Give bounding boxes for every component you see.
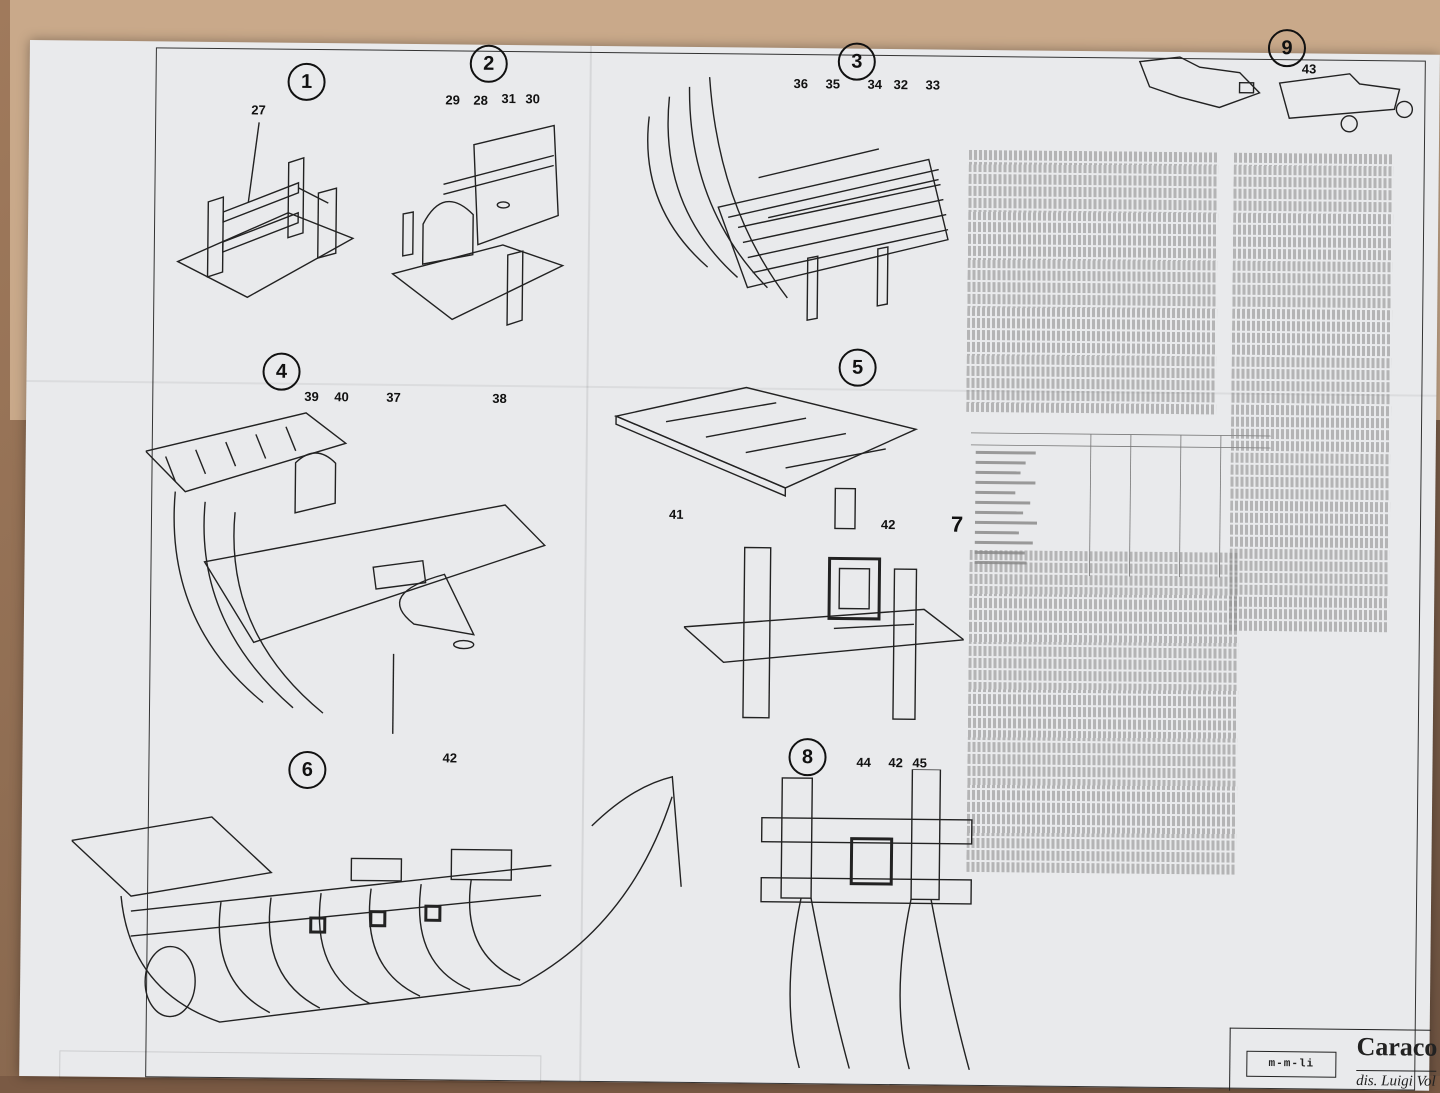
figure-8-drawing [760, 768, 973, 1071]
figure-3-drawing [647, 77, 949, 321]
part-label-37: 37 [386, 389, 401, 405]
part-label-30: 30 [525, 91, 540, 107]
part-label-42-fig6: 42 [442, 750, 458, 766]
part-label-31: 31 [501, 90, 516, 107]
manufacturer-logo: m-m-li [1246, 1050, 1337, 1078]
part-label-45: 45 [912, 755, 928, 771]
figure-2-number: 2 [469, 44, 508, 84]
figure-2-drawing [391, 124, 565, 326]
part-label-42-fig8: 42 [888, 755, 904, 771]
instruction-sheet: 1 27 2 29 28 31 30 [19, 28, 1440, 1093]
part-label-44: 44 [856, 754, 872, 770]
figure-9-drawing [1138, 56, 1414, 133]
figure-1-drawing [176, 122, 355, 299]
figure-7-drawing [682, 546, 965, 721]
parts-list-table [969, 425, 1271, 578]
part-label-40: 40 [334, 389, 349, 405]
figure-4-number: 4 [262, 352, 301, 391]
instructions-text-german [1228, 152, 1394, 655]
title-block: m-m-li Caraco dis. Luigi Vol [1229, 1027, 1438, 1093]
model-title: Caraco [1356, 1031, 1438, 1062]
part-label-39: 39 [304, 388, 319, 405]
figure-6-drawing [70, 775, 682, 1023]
part-label-38: 38 [492, 390, 507, 407]
ghost-title-block [59, 1050, 542, 1084]
figure-4-drawing [144, 412, 547, 734]
figure-1-number: 1 [287, 62, 326, 102]
figure-5-drawing [613, 386, 919, 530]
designer-credit: dis. Luigi Vol [1356, 1069, 1436, 1091]
instructions-text-italian [966, 149, 1219, 443]
instructions-text-english [966, 549, 1240, 903]
